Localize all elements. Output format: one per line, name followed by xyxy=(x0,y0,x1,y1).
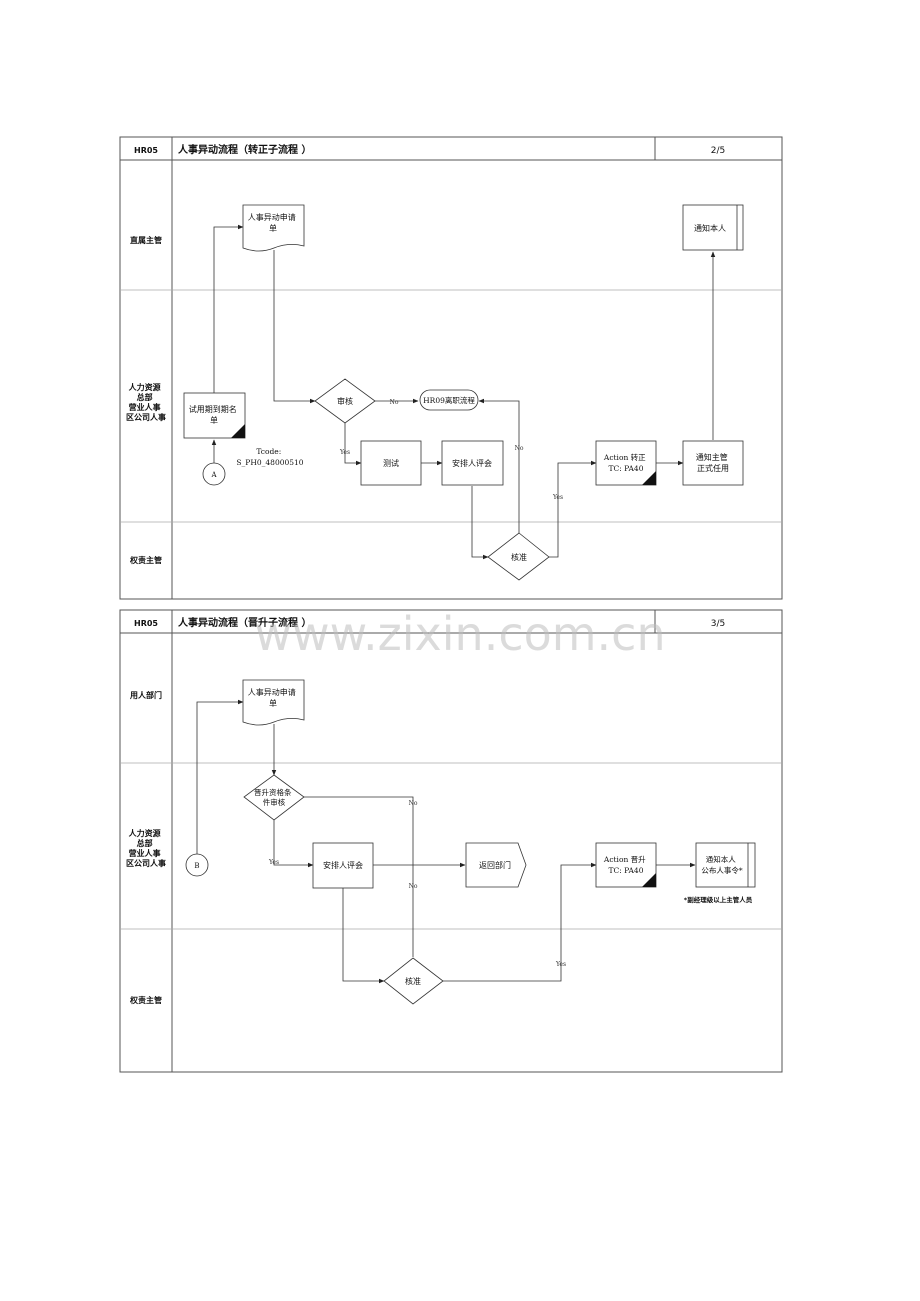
node-arrange-review[interactable]: 安排人评会 xyxy=(312,842,374,889)
edge-label-no: No xyxy=(409,883,418,890)
svg-text:人事异动申请 单: 人事异动申请 单 xyxy=(248,687,299,708)
svg-text:测试: 测试 xyxy=(383,458,399,468)
node-action-regular[interactable]: Action 转正 TC: PA40 xyxy=(595,440,657,486)
node-probation-list[interactable]: 试用期到期名 单 xyxy=(183,392,246,439)
node-return-dept[interactable]: 返回部门 xyxy=(465,842,527,888)
node-notify-self[interactable]: 通知本人 xyxy=(682,204,744,251)
svg-text:B: B xyxy=(194,862,199,870)
node-approve[interactable]: 核准 xyxy=(487,532,550,581)
svg-text:Action 晋升 TC: PA40: Action 晋升 TC: PA40 xyxy=(603,855,648,875)
header-code: HR05 xyxy=(134,146,158,155)
diagram-frame xyxy=(119,136,783,600)
header-title: 人事异动流程（晋升子流程 ） xyxy=(178,616,311,629)
edge-b-to-request xyxy=(196,699,244,854)
edge-label-yes: Yes xyxy=(339,449,350,456)
node-qualification-review[interactable]: 晋升资格条 件审核 xyxy=(243,774,305,821)
diagram-frame xyxy=(119,609,783,1073)
edge-qual-yes xyxy=(273,820,314,868)
lane-label: 人力资源 总部 营业人事 区公司人事 xyxy=(126,828,166,868)
header-title: 人事异动流程（转正子流程 ） xyxy=(178,143,311,156)
svg-text:返回部门: 返回部门 xyxy=(479,860,511,870)
edge-label-no: No xyxy=(515,445,524,452)
edge-list-to-request xyxy=(213,224,244,393)
node-review[interactable]: 审核 xyxy=(314,378,376,424)
edge-label-yes: Yes xyxy=(555,961,566,968)
footnote: *副经理级以上主管人员 xyxy=(684,895,753,904)
edge-qual-no xyxy=(304,796,414,957)
node-notify-publish[interactable]: 通知本人 公布人事令* xyxy=(695,842,756,888)
tcode-label: Tcode: S_PH0_48000510 xyxy=(236,447,303,467)
watermark: www.zixin.com.cn xyxy=(254,607,665,661)
edge-approve-no xyxy=(478,398,520,533)
lane-label: 人力资源 总部 营业人事 区公司人事 xyxy=(126,382,166,422)
lane-label: 直属主管 xyxy=(130,235,162,245)
edge-arrange-to-approve xyxy=(471,486,489,560)
node-arrange-review[interactable]: 安排人评会 xyxy=(441,440,504,486)
edge-review-yes xyxy=(344,423,362,466)
edge-label-yes: Yes xyxy=(268,859,279,866)
svg-text:安排人评会: 安排人评会 xyxy=(452,458,492,468)
node-action-promote[interactable]: Action 晋升 TC: PA40 xyxy=(595,842,657,888)
edge-approve-yes xyxy=(549,460,597,558)
svg-text:安排人评会: 安排人评会 xyxy=(323,860,363,870)
lane-label: 权责主管 xyxy=(129,555,162,565)
node-request-doc[interactable]: 人事异动申请 单 xyxy=(242,679,305,726)
svg-text:HR09离职流程: HR09离职流程 xyxy=(423,395,475,405)
edge-label-yes: Yes xyxy=(552,494,563,501)
svg-text:核准: 核准 xyxy=(511,552,527,562)
svg-text:A: A xyxy=(210,471,217,479)
edge-arrange-to-approve xyxy=(342,888,385,984)
svg-text:通知本人: 通知本人 xyxy=(694,223,726,233)
diagram-regularization: HR05 人事异动流程（转正子流程 ） 2/5 直属主管 人力资源 总部 营业人… xyxy=(119,136,783,600)
edge-label-no: No xyxy=(409,800,418,807)
node-connector-a[interactable]: A xyxy=(202,462,226,486)
edge-label-no: No xyxy=(390,399,399,406)
header-page: 2/5 xyxy=(711,146,725,156)
edge-approve-yes xyxy=(443,862,597,982)
lane-label: 权责主管 xyxy=(129,995,162,1005)
svg-text:Action 转正 TC: PA40: Action 转正 TC: PA40 xyxy=(603,452,648,473)
svg-text:通知本人 公布人事令*: 通知本人 公布人事令* xyxy=(701,854,742,875)
svg-text:人事异动申请 单: 人事异动申请 单 xyxy=(248,212,299,233)
svg-text:核准: 核准 xyxy=(405,976,421,986)
node-resign-flow[interactable]: HR09离职流程 xyxy=(419,389,479,411)
svg-text:审核: 审核 xyxy=(337,396,353,406)
svg-text:通知主管 正式任用: 通知主管 正式任用 xyxy=(696,452,731,473)
node-approve[interactable]: 核准 xyxy=(383,957,444,1005)
header-code: HR05 xyxy=(134,619,158,628)
svg-text:试用期到期名 单: 试用期到期名 单 xyxy=(189,404,240,425)
header-page: 3/5 xyxy=(711,619,725,629)
lane-label: 用人部门 xyxy=(129,690,162,700)
node-request-doc[interactable]: 人事异动申请 单 xyxy=(242,204,305,252)
edge-request-to-review xyxy=(273,250,316,404)
node-connector-b[interactable]: B xyxy=(185,853,209,877)
diagram-promotion: HR05 人事异动流程（晋升子流程 ） 3/5 用人部门 人力资源 总部 营业人… xyxy=(119,609,783,1073)
node-notify-manager[interactable]: 通知主管 正式任用 xyxy=(682,440,744,486)
svg-text:晋升资格条 件审核: 晋升资格条 件审核 xyxy=(254,787,294,807)
node-test[interactable]: 测试 xyxy=(360,440,422,486)
